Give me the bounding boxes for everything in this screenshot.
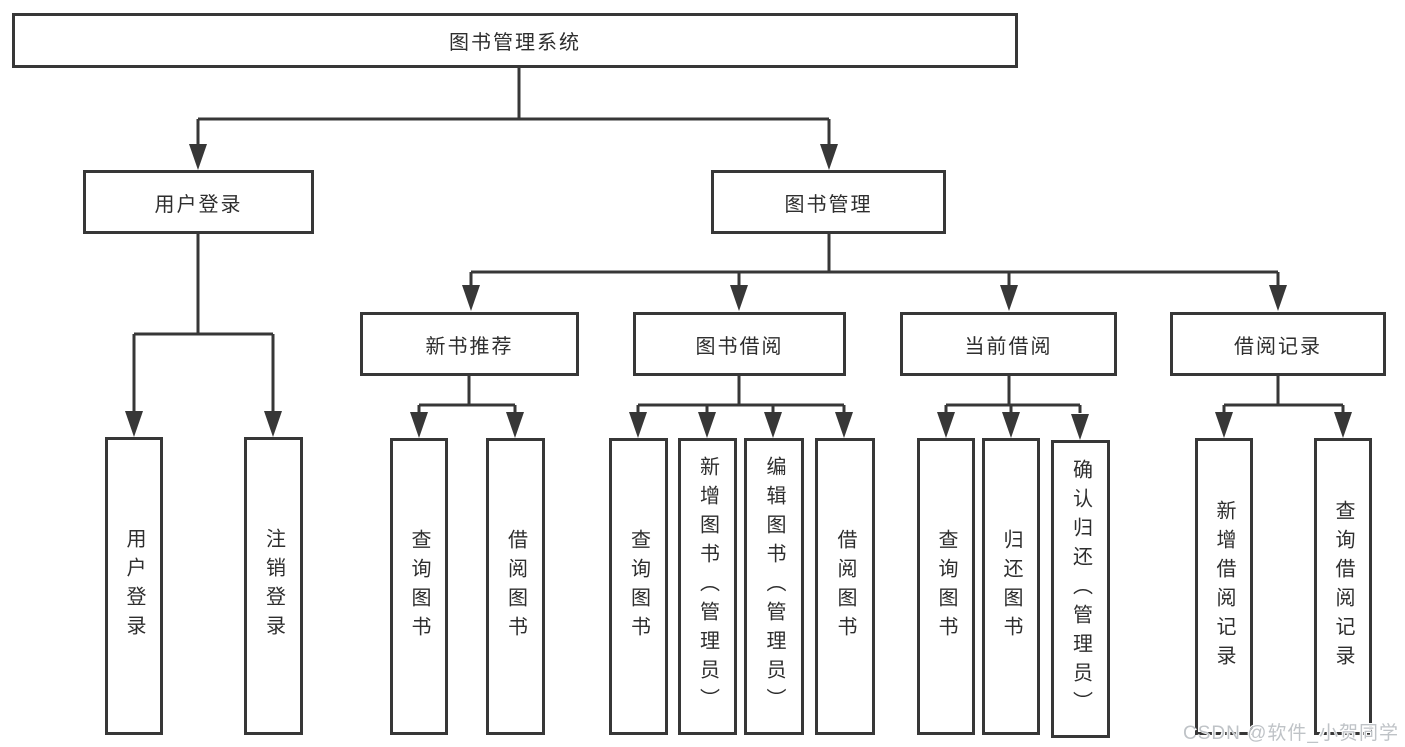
leaf-query-books-3: 查询图书 — [917, 438, 975, 735]
leaf-add-books-admin: 新增图书（管理员） — [678, 438, 737, 735]
leaf-return-books: 归还图书 — [982, 438, 1040, 735]
node-book-management: 图书管理 — [711, 170, 946, 234]
leaf-query-books-2: 查询图书 — [609, 438, 668, 735]
leaf-borrow-books-2: 借阅图书 — [815, 438, 875, 735]
leaf-confirm-return-admin: 确认归还（管理员） — [1051, 440, 1110, 738]
leaf-user-login: 用户登录 — [105, 437, 163, 735]
leaf-add-borrow-record: 新增借阅记录 — [1195, 438, 1253, 735]
node-current-borrowing: 当前借阅 — [900, 312, 1117, 376]
leaf-edit-books-admin: 编辑图书（管理员） — [744, 438, 804, 735]
leaf-borrow-books-1: 借阅图书 — [486, 438, 545, 735]
leaf-query-borrow-record: 查询借阅记录 — [1314, 438, 1372, 735]
node-new-book-recommend: 新书推荐 — [360, 312, 579, 376]
leaf-query-books-1: 查询图书 — [390, 438, 448, 735]
node-root-system: 图书管理系统 — [12, 13, 1018, 68]
watermark: CSDN @软件_小贺同学 — [1183, 723, 1399, 744]
node-user-login: 用户登录 — [83, 170, 314, 234]
leaf-logout: 注销登录 — [244, 437, 303, 735]
node-book-borrowing: 图书借阅 — [633, 312, 846, 376]
node-borrowing-records: 借阅记录 — [1170, 312, 1386, 376]
